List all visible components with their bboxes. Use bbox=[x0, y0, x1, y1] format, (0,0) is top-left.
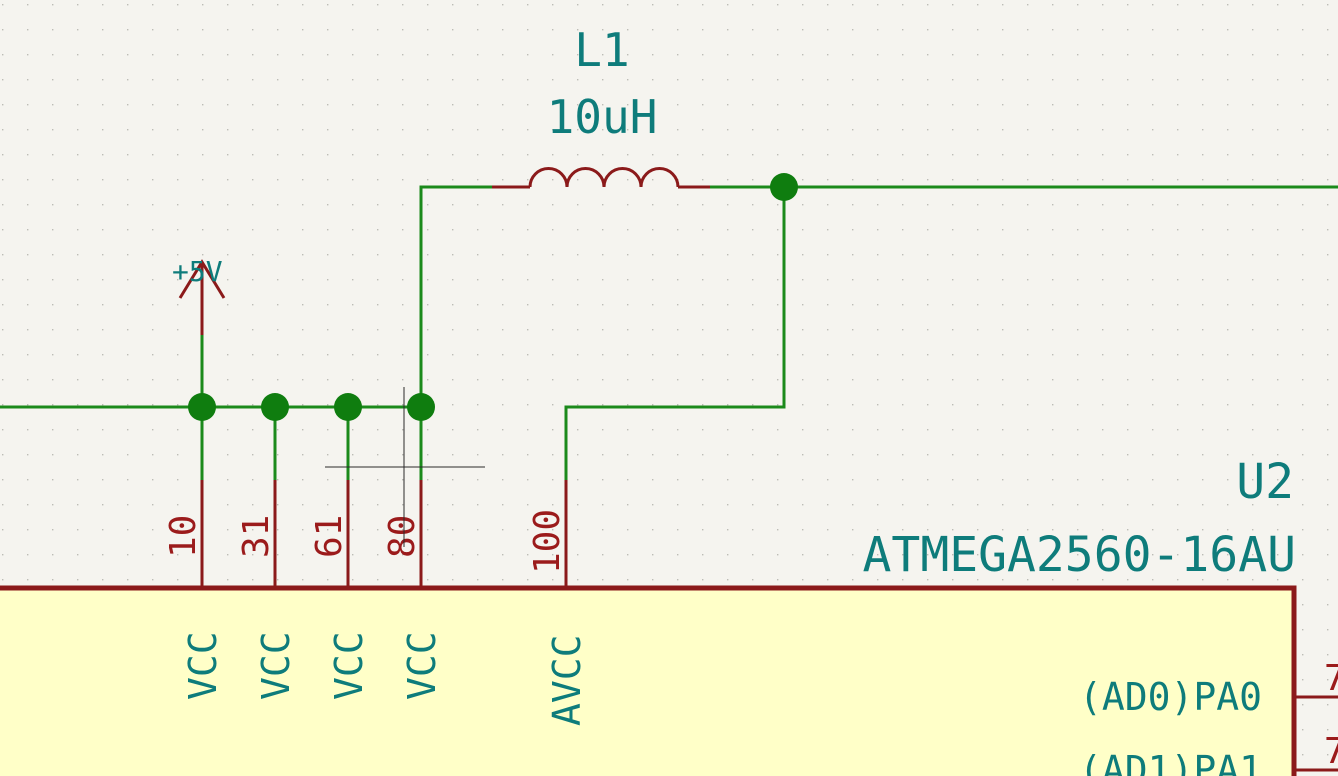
junction-dot bbox=[334, 393, 362, 421]
junctions bbox=[188, 173, 798, 421]
power-symbol-label: +5V bbox=[172, 255, 223, 288]
ic-u2[interactable] bbox=[0, 585, 1297, 776]
ic-body[interactable] bbox=[0, 585, 1297, 776]
pin-name-vcc-61: VCC bbox=[327, 631, 371, 700]
pin-number-pa0: 7 bbox=[1324, 658, 1338, 699]
pin-name-pa1: (AD1)PA1 bbox=[1079, 748, 1262, 776]
power-arrow-icon bbox=[178, 259, 226, 299]
top-pins bbox=[200, 480, 568, 588]
junction-dot bbox=[261, 393, 289, 421]
inductor-l1[interactable] bbox=[492, 167, 710, 189]
pin-name-vcc-80: VCC bbox=[400, 631, 444, 700]
pin-name-vcc-10: VCC bbox=[181, 631, 225, 700]
wire-to-inductor[interactable] bbox=[419, 185, 492, 407]
pin-name-avcc-100: AVCC bbox=[545, 634, 589, 726]
inductor-value: 10uH bbox=[547, 90, 658, 144]
pin-number-10: 10 bbox=[163, 515, 204, 558]
wire-avcc[interactable] bbox=[564, 187, 786, 480]
junction-dot bbox=[407, 393, 435, 421]
junction-dot bbox=[188, 393, 216, 421]
power-symbol-5v[interactable] bbox=[178, 259, 226, 335]
pin-name-vcc-31: VCC bbox=[254, 631, 298, 700]
right-pins bbox=[1294, 695, 1338, 772]
pin-number-61: 61 bbox=[309, 515, 350, 558]
junction-dot bbox=[770, 173, 798, 201]
pin-name-pa0: (AD0)PA0 bbox=[1079, 675, 1262, 719]
pin-number-pa1: 7 bbox=[1324, 731, 1338, 772]
pin-number-100: 100 bbox=[527, 509, 568, 574]
pin-number-80: 80 bbox=[382, 515, 423, 558]
ic-value: ATMEGA2560-16AU bbox=[863, 527, 1296, 583]
inductor-coil-icon bbox=[528, 167, 680, 188]
pin-number-31: 31 bbox=[236, 515, 277, 558]
inductor-reference: L1 bbox=[574, 23, 629, 77]
crosshair-cursor-icon bbox=[325, 387, 485, 547]
ic-reference: U2 bbox=[1236, 454, 1294, 510]
